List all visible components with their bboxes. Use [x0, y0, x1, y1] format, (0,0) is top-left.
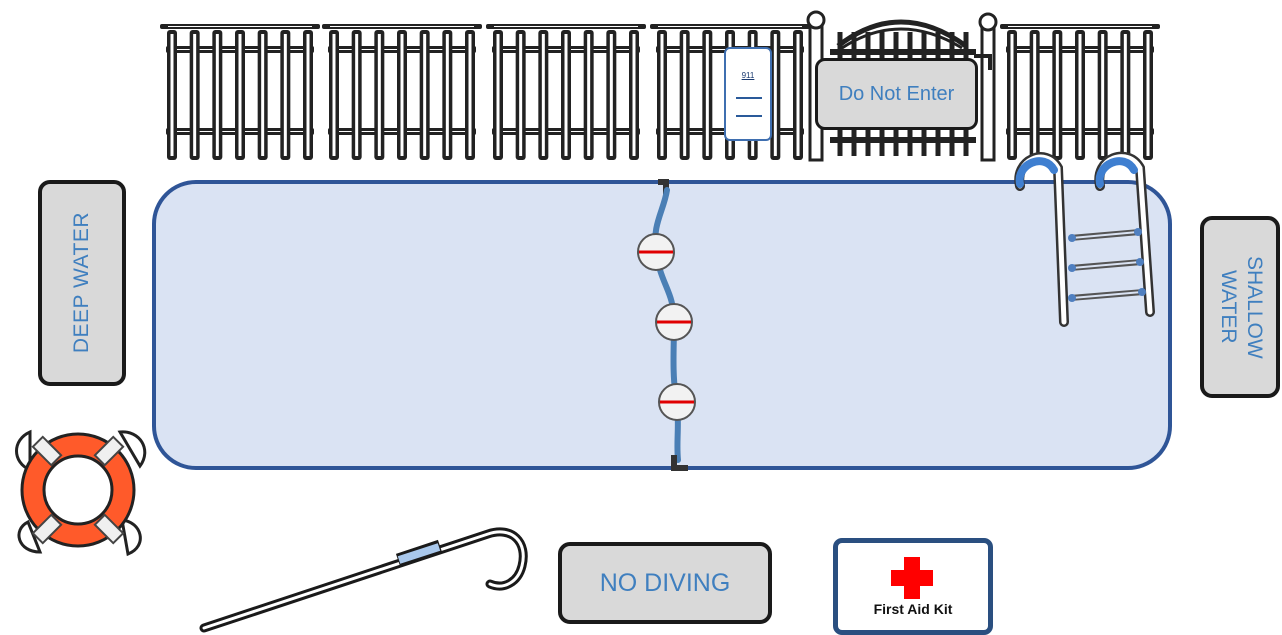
- phone-line: [736, 97, 762, 99]
- deep-water-sign: DEEP WATER: [38, 180, 126, 386]
- first-aid-label: First Aid Kit: [873, 601, 953, 617]
- phone-number: 911: [741, 71, 755, 80]
- no-diving-sign: NO DIVING: [558, 542, 772, 624]
- shallow-water-sign: SHALLOW WATER: [1200, 216, 1280, 398]
- fence-panel: [486, 24, 646, 160]
- lane-rope-icon: [637, 179, 696, 471]
- first-aid-kit: First Aid Kit: [833, 538, 993, 635]
- do-not-enter-sign: Do Not Enter: [815, 58, 978, 130]
- first-aid-cross-icon: [891, 557, 933, 599]
- do-not-enter-label: Do Not Enter: [838, 82, 955, 105]
- lifebuoy-icon: [15, 429, 147, 557]
- phone-line: [736, 115, 762, 117]
- ladder-icon: [1014, 151, 1155, 327]
- fence-panel: [1000, 24, 1160, 160]
- no-diving-label: NO DIVING: [599, 568, 731, 597]
- fence-panel: [160, 24, 320, 160]
- emergency-phone-icon: 911: [724, 47, 772, 141]
- shallow-water-label: SHALLOW WATER: [1217, 255, 1266, 359]
- fence-panel: [322, 24, 482, 160]
- shepherd-hook-icon: [199, 527, 528, 633]
- deep-water-label: DEEP WATER: [70, 212, 93, 354]
- pool-fence-icon: [160, 24, 1160, 160]
